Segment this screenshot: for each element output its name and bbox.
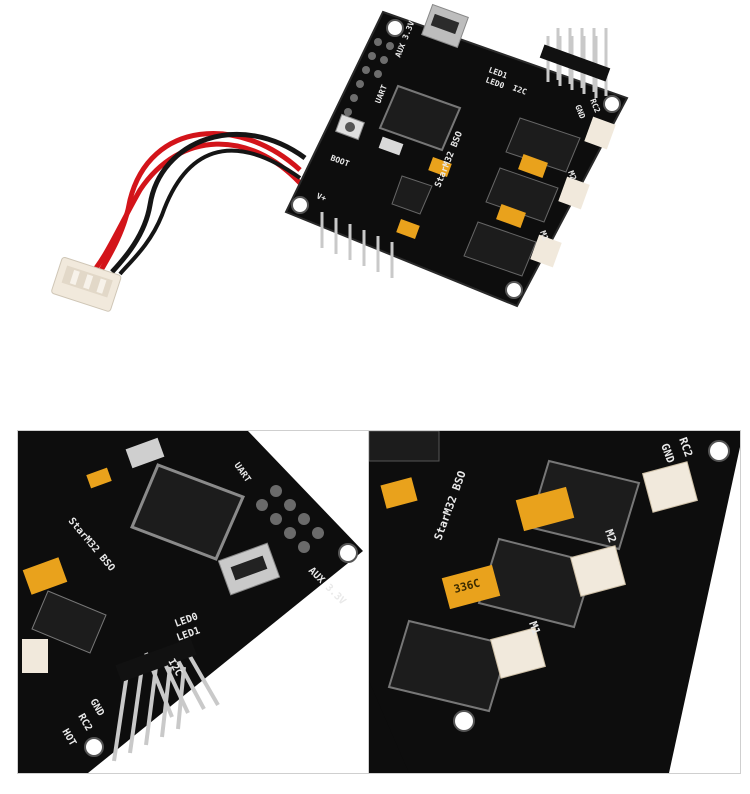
- mount-hole: [386, 19, 404, 37]
- tantalum-capacitor: [515, 486, 575, 532]
- driver-chip: [463, 221, 537, 277]
- motor-connector: [558, 176, 590, 210]
- jst-connector: [51, 256, 122, 312]
- silk-m1: M1: [538, 229, 550, 241]
- mcu-chip: [130, 463, 246, 561]
- silk-m2: M2: [566, 169, 578, 181]
- usb-port: [421, 3, 469, 49]
- silk-rc2: RC2: [676, 436, 695, 459]
- tantalum-capacitor: [380, 477, 418, 509]
- detail-photo-left: StarM32 BSO AUX 3.3V UART LED0 LED1 I2C …: [17, 430, 369, 774]
- main-product-photo: StarM32 BSO AUX 3.3V LED0 LED1 I2C RC2 G…: [51, 3, 629, 312]
- driver-chip: [31, 590, 107, 654]
- mcu-chip: [378, 84, 462, 152]
- mount-hole: [603, 95, 621, 113]
- silk-v4: V+: [315, 191, 327, 203]
- pin-header: [320, 212, 394, 278]
- mount-hole: [505, 281, 523, 299]
- driver-chip: [387, 619, 511, 713]
- mount-hole: [453, 710, 475, 732]
- tantalum-capacitor: [396, 219, 420, 239]
- driver-chip: [485, 167, 559, 223]
- usb-port: [217, 542, 281, 596]
- tantalum-capacitor: [518, 154, 548, 178]
- tantalum-capacitor: [22, 557, 68, 595]
- motor-connector: [584, 116, 616, 150]
- tantalum-capacitor: [496, 204, 526, 228]
- mount-hole: [708, 440, 730, 462]
- motor-connector-m1: [489, 627, 547, 679]
- crystal: [378, 136, 404, 156]
- driver-chip: [505, 117, 581, 173]
- battery-cable: [88, 131, 307, 277]
- motor-connector-m3: [641, 461, 699, 513]
- detail-photo-right: 336C StarM32 BSO M2 M1 GND RC2: [368, 430, 741, 774]
- silk-m2: M2: [602, 528, 619, 545]
- motor-connector: [22, 639, 48, 673]
- tantalum-capacitor: [441, 564, 501, 610]
- silk-m1: M1: [526, 620, 543, 637]
- mount-hole: [84, 737, 104, 757]
- regulator-chip: [391, 175, 433, 215]
- motor-connector: [530, 234, 562, 268]
- crystal: [125, 437, 165, 469]
- mount-hole: [338, 543, 358, 563]
- mount-hole: [291, 196, 309, 214]
- tantalum-capacitor: [86, 467, 112, 489]
- pcb-board: StarM32 BSO AUX 3.3V LED0 LED1 I2C RC2 G…: [284, 3, 629, 308]
- motor-connector-m2: [569, 545, 627, 597]
- tantalum-capacitor: [428, 157, 452, 177]
